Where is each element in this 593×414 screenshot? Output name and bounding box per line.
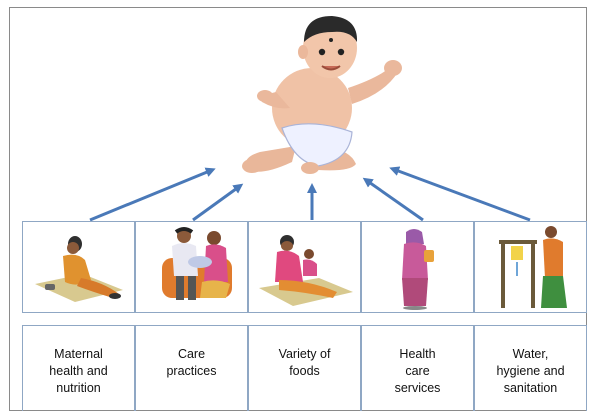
illustration-maternal-cell	[22, 221, 135, 313]
determinant-label: Care practices	[166, 347, 217, 378]
determinant-label: Maternal health and nutrition	[49, 347, 108, 395]
arrow-maternal	[89, 167, 216, 222]
determinant-cell-water: Water, hygiene and sanitation	[474, 325, 587, 411]
illustration-row	[22, 221, 589, 313]
illustration-health-cell	[361, 221, 474, 313]
determinant-cell-care: Care practices	[135, 325, 248, 411]
determinant-label: Health care services	[394, 347, 441, 395]
illustration-care-cell	[135, 221, 248, 313]
label-row: Maternal health and nutrition Care pract…	[22, 325, 589, 411]
parents-holding-baby-icon	[162, 227, 232, 300]
illustration-water-cell	[474, 221, 587, 313]
determinant-label: Variety of foods	[278, 347, 331, 378]
pregnant-woman-eating-icon	[35, 236, 123, 302]
determinant-cell-maternal: Maternal health and nutrition	[22, 325, 135, 411]
arrow-care	[192, 183, 244, 222]
determinant-label: Water, hygiene and sanitation	[496, 347, 565, 395]
woman-handwashing-station-icon	[499, 226, 567, 308]
determinant-cell-foods: Variety of foods	[248, 325, 361, 411]
health-worker-woman-icon	[402, 229, 434, 310]
baby-figure	[242, 16, 402, 174]
arrow-water	[389, 166, 531, 222]
mother-feeding-child-icon	[259, 235, 353, 306]
determinant-cell-health: Health care services	[361, 325, 474, 411]
illustration-foods-cell	[248, 221, 361, 313]
arrow-health	[362, 177, 424, 222]
